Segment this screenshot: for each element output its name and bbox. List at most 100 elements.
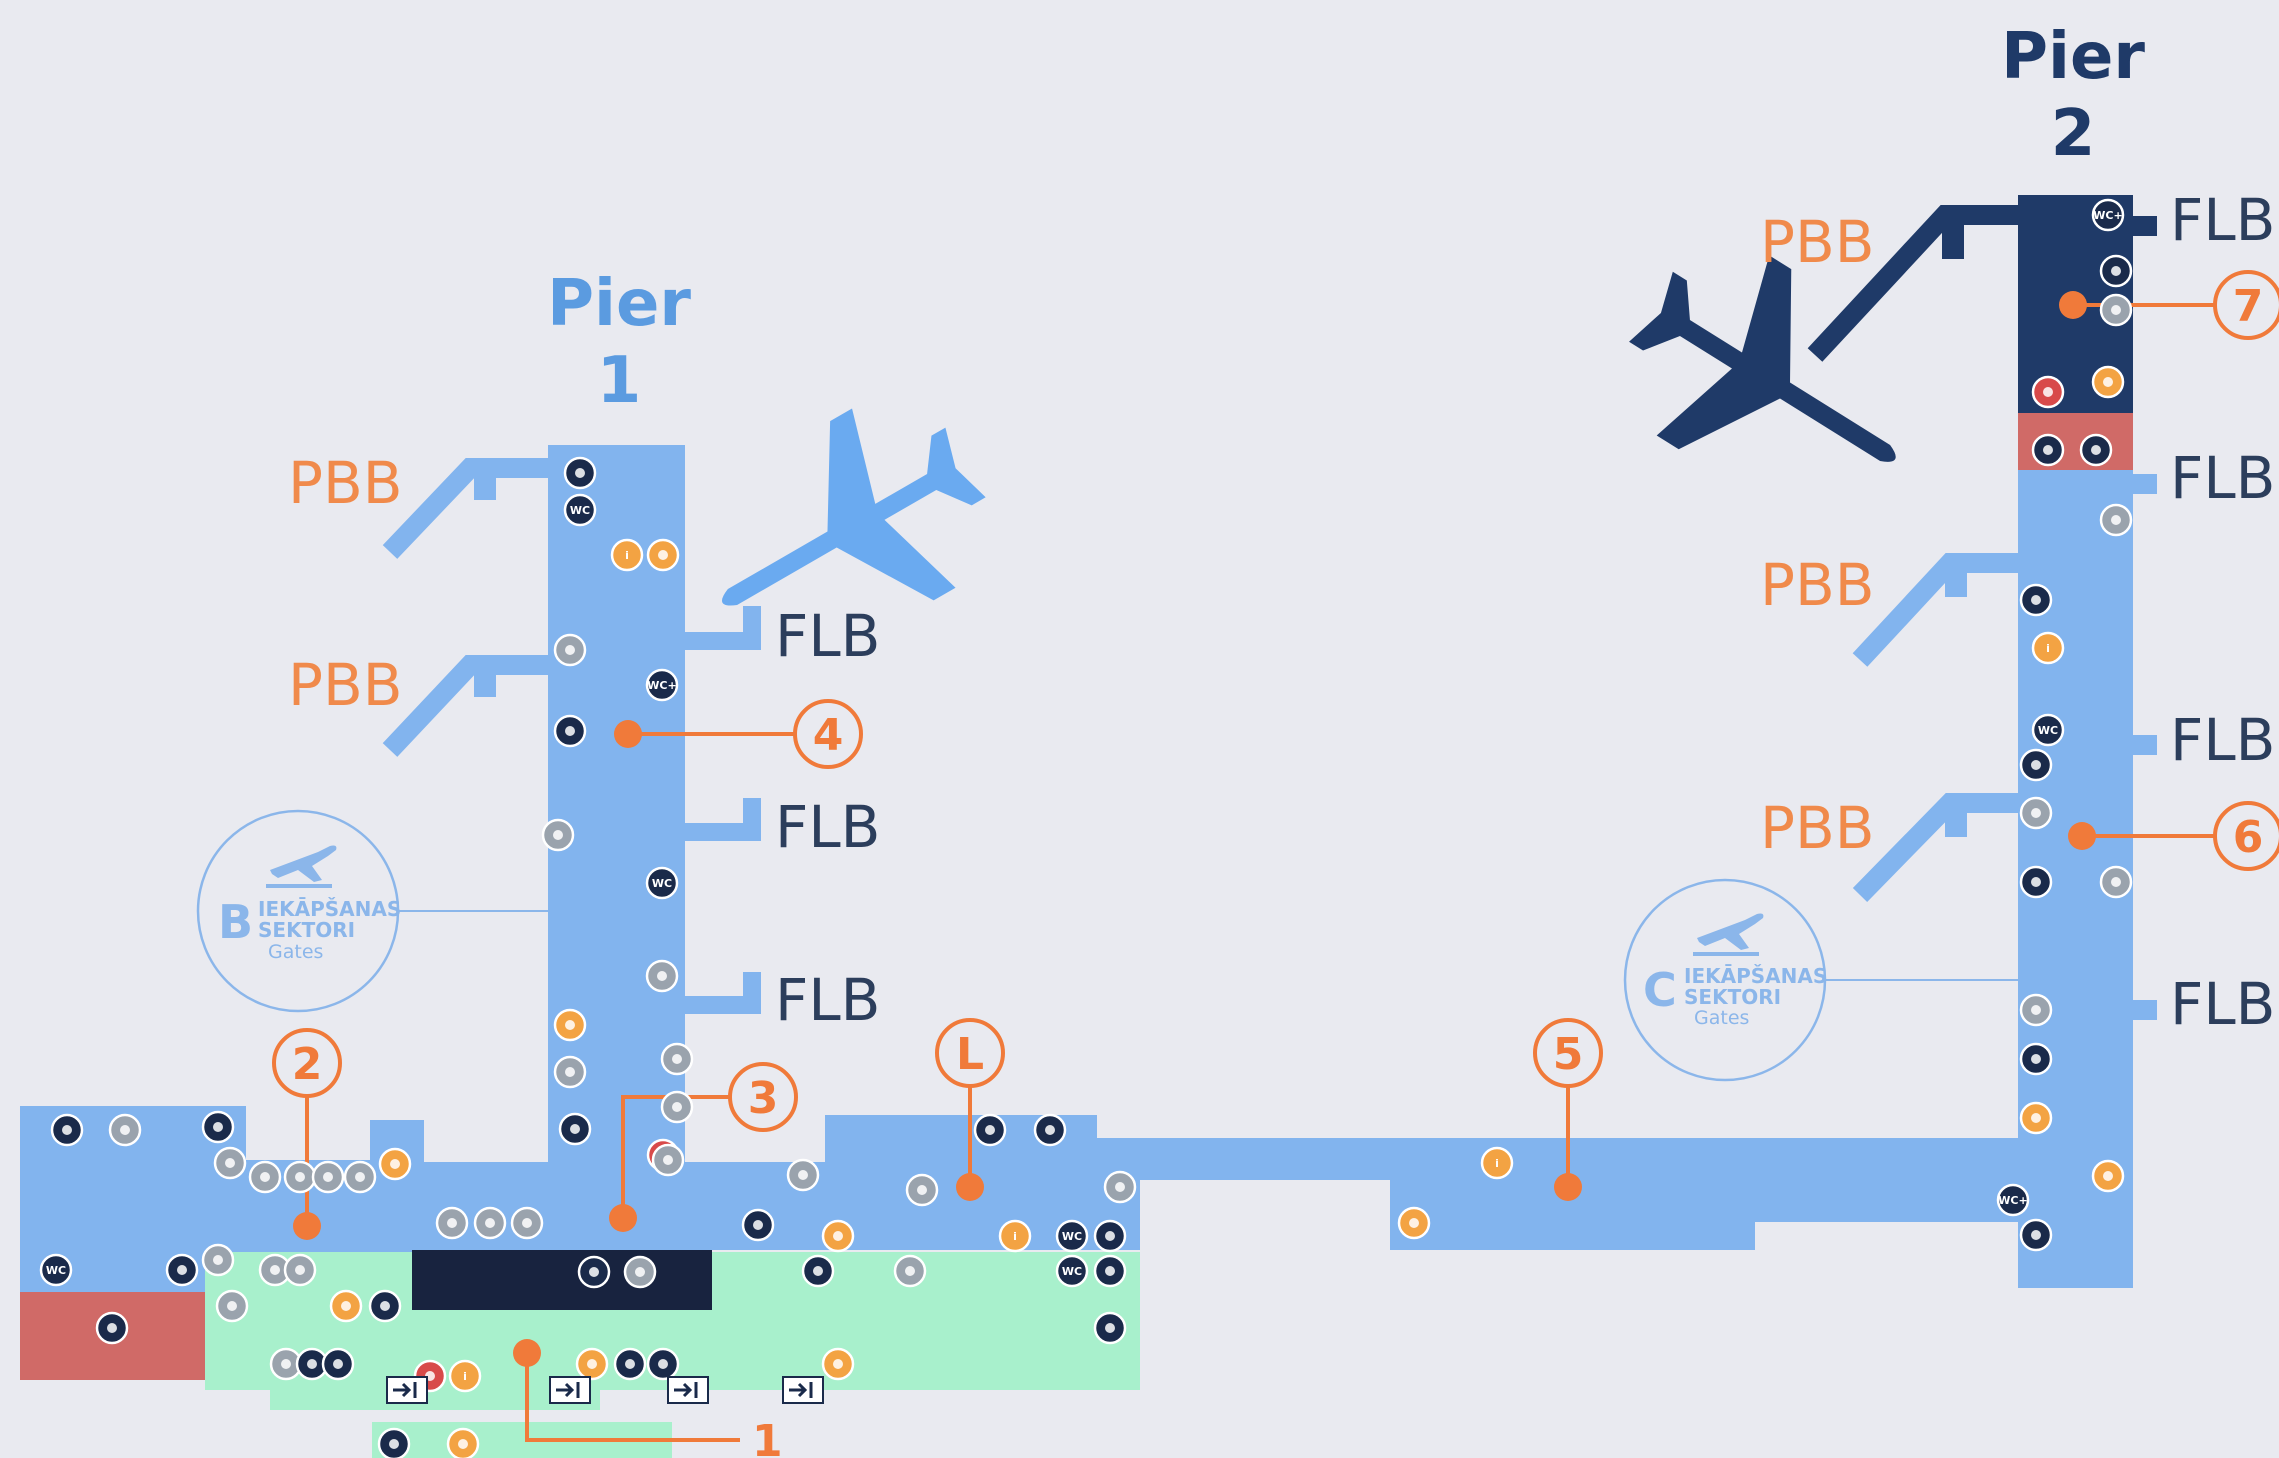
pbb-pier2-middle-head xyxy=(1945,563,1967,597)
pbb-label: PBB xyxy=(1760,208,1875,276)
pbb-label: PBB xyxy=(1760,794,1875,862)
callout-7-ring xyxy=(2213,270,2279,340)
svg-text:WC: WC xyxy=(1062,1265,1082,1278)
svg-text:WC+: WC+ xyxy=(2093,209,2122,222)
toilet-icon: WC xyxy=(563,493,597,527)
floor-plan xyxy=(20,195,2133,1458)
service-icon xyxy=(1093,1254,1127,1288)
toilet-icon: WC xyxy=(1055,1219,1089,1253)
gates-c-letter: C xyxy=(1643,963,1677,1017)
emergency-exit-icon xyxy=(667,1376,709,1404)
callout-2[interactable]: 2 xyxy=(272,1028,342,1240)
svg-text:WC: WC xyxy=(46,1264,66,1277)
flb-pier1-3 xyxy=(685,972,761,1014)
callout-4-label: 4 xyxy=(813,710,844,761)
callout-3-leader xyxy=(621,1095,730,1218)
svg-text:i: i xyxy=(1013,1230,1017,1243)
information-icon: i xyxy=(998,1219,1032,1253)
callout-l-label: L xyxy=(956,1029,984,1080)
accessible-toilet-icon: WC+ xyxy=(2091,198,2125,232)
callout-6[interactable]: 6 xyxy=(2068,801,2279,871)
shopping-cart-icon xyxy=(248,1160,282,1194)
pbb-pier2-top-head xyxy=(1942,215,1964,259)
service-icon xyxy=(646,1347,680,1381)
callout-1[interactable]: 1 xyxy=(513,1339,783,1458)
shopping-cart-icon xyxy=(435,1206,469,1240)
restaurant-icon xyxy=(329,1289,363,1323)
svg-text:i: i xyxy=(625,549,629,562)
shopping-cart-icon xyxy=(311,1160,345,1194)
shopping-cart-icon xyxy=(269,1347,303,1381)
service-icon xyxy=(50,1113,84,1147)
flb-label: FLB xyxy=(2170,706,2275,774)
callout-7-label: 7 xyxy=(2233,281,2264,332)
shopping-cart-icon xyxy=(553,1055,587,1089)
callout-4[interactable]: 4 xyxy=(614,699,863,769)
pbb-label: PBB xyxy=(288,651,403,719)
information-icon: i xyxy=(610,538,644,572)
svg-text:WC: WC xyxy=(1062,1230,1082,1243)
shopping-cart-icon xyxy=(283,1160,317,1194)
cafe-icon xyxy=(660,1042,694,1076)
service-icon xyxy=(577,1255,611,1289)
security-lane-gap xyxy=(412,1250,660,1292)
emergency-exit-icon xyxy=(782,1376,824,1404)
airplane-icon xyxy=(722,408,986,606)
shopping-cart-icon xyxy=(108,1113,142,1147)
flb-pier1-2 xyxy=(685,798,761,841)
callouts: 1 2 3 4 L xyxy=(272,270,2279,1458)
shopping-cart-icon xyxy=(623,1255,657,1289)
pbb-pier2-middle xyxy=(1852,553,2018,667)
accessible-toilet-icon: WC+ xyxy=(645,668,679,702)
service-icon xyxy=(558,1112,592,1146)
pier1-and-west-terminal xyxy=(20,445,1140,1292)
flb-label: FLB xyxy=(2170,186,2275,254)
cafe-icon xyxy=(2019,993,2053,1027)
callout-6-ring xyxy=(2213,801,2279,871)
service-icon xyxy=(368,1289,402,1323)
pbb-pier2-lower-head xyxy=(1945,803,1967,837)
shopping-cart-icon xyxy=(343,1160,377,1194)
svg-text:WC: WC xyxy=(570,504,590,517)
gates-b-roundel: B IEKĀPŠANAS SEKTORI Gates xyxy=(196,809,548,1013)
cafe-icon xyxy=(2019,796,2053,830)
emergency-exit-icon xyxy=(549,1376,591,1404)
restaurant-icon xyxy=(446,1427,480,1458)
emergency-exit-icon xyxy=(386,1376,428,1404)
callout-3[interactable]: 3 xyxy=(609,1062,798,1232)
callout-2-dot xyxy=(293,1212,321,1240)
callout-l[interactable]: L xyxy=(935,1018,1005,1201)
landside-zone-lower xyxy=(270,1388,600,1410)
boarding-bridges xyxy=(382,205,2157,1020)
restaurant-icon xyxy=(378,1147,412,1181)
restaurant-icon xyxy=(2091,365,2125,399)
shopping-cart-icon xyxy=(510,1206,544,1240)
cafe-icon xyxy=(660,1090,694,1124)
service-icon xyxy=(2019,748,2053,782)
flb-label: FLB xyxy=(775,966,880,1034)
callout-7[interactable]: 7 xyxy=(2059,270,2279,340)
callout-5[interactable]: 5 xyxy=(1533,1018,1603,1201)
service-icon xyxy=(553,714,587,748)
information-icon: i xyxy=(448,1359,482,1393)
gates-c-circle xyxy=(1623,878,1827,1082)
service-icon xyxy=(2019,1218,2053,1252)
pbb-pier1-upper-head xyxy=(474,468,496,500)
gates-c-line2: SEKTORI xyxy=(1684,985,1781,1009)
information-icon: i xyxy=(2031,631,2065,665)
service-icon xyxy=(377,1427,411,1458)
restaurant-icon xyxy=(821,1219,855,1253)
restaurant-icon xyxy=(2019,1101,2053,1135)
svg-text:i: i xyxy=(1495,1157,1499,1170)
flb-pier1-1 xyxy=(685,606,761,650)
callout-5-dot xyxy=(1554,1173,1582,1201)
cafe-icon xyxy=(2099,503,2133,537)
callout-6-label: 6 xyxy=(2233,812,2264,863)
cafe-icon xyxy=(2099,293,2133,327)
restaurant-icon xyxy=(821,1347,855,1381)
bridge-labels: PBB PBB PBB PBB PBB FLB FLB FLB FLB FLB … xyxy=(288,186,2275,1038)
pier2-number: 2 xyxy=(2051,97,2096,171)
svg-text:WC: WC xyxy=(652,877,672,890)
cafe-icon xyxy=(215,1289,249,1323)
service-icon xyxy=(1093,1219,1127,1253)
